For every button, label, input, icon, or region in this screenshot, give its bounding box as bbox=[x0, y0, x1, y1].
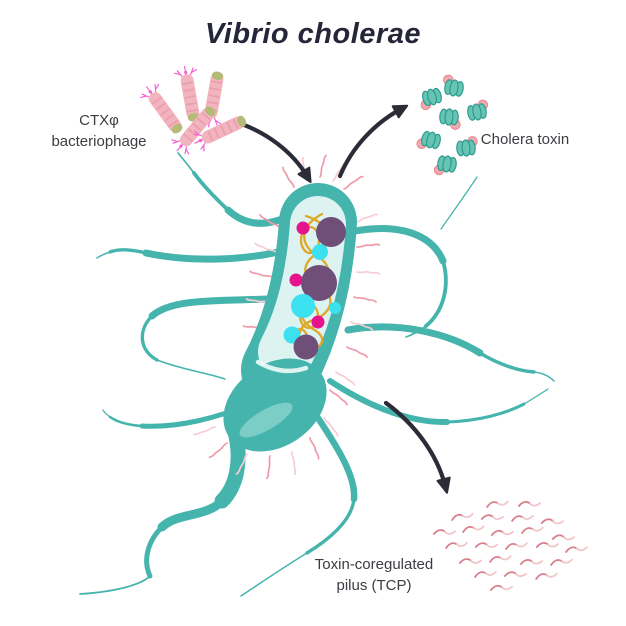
arrow-cell-to-tcp bbox=[383, 400, 451, 494]
cyan-organelle bbox=[329, 302, 341, 314]
cutaway-edge-highlight bbox=[255, 359, 309, 374]
body-highlight bbox=[239, 402, 293, 438]
pilus-icon bbox=[356, 239, 381, 253]
tcp-pilus bbox=[540, 517, 565, 527]
magenta-granule bbox=[296, 221, 310, 235]
toxin-molecule bbox=[465, 99, 489, 123]
pilus-icon bbox=[353, 296, 377, 303]
pilus-icon bbox=[344, 346, 370, 359]
phage-label: CTXφ bacteriophage bbox=[19, 111, 179, 152]
purple-organelle bbox=[293, 334, 319, 360]
cholera-toxin-icon bbox=[416, 74, 489, 176]
cyan-organelle bbox=[291, 294, 315, 318]
tcp-pilus bbox=[432, 528, 457, 537]
cell-interior bbox=[283, 212, 346, 360]
tcp-pilus bbox=[504, 541, 528, 550]
arrowhead-icon bbox=[436, 476, 451, 494]
purple-organelle bbox=[301, 265, 337, 301]
tcp-pilus bbox=[490, 584, 513, 592]
arrowhead-icon bbox=[297, 166, 312, 183]
pilus-icon bbox=[305, 437, 324, 460]
magenta-granule bbox=[289, 273, 303, 287]
arrow-cell-to-toxin bbox=[337, 104, 409, 179]
tcp-pilus bbox=[485, 500, 509, 508]
pilus-icon bbox=[343, 172, 364, 194]
tcp-pilus bbox=[458, 557, 483, 566]
tcp-pilus bbox=[474, 541, 499, 550]
toxin-molecule bbox=[442, 74, 466, 99]
tcp-pilus bbox=[480, 513, 505, 522]
tcp-pilus bbox=[491, 529, 514, 537]
tcp-pilus bbox=[551, 533, 576, 543]
toxin-label: Cholera toxin bbox=[480, 131, 570, 148]
tcp-pilus bbox=[450, 512, 474, 521]
tcp-pilus bbox=[444, 541, 468, 549]
tcp-label-line1: Toxin-coregulated bbox=[314, 556, 434, 573]
flagellum bbox=[346, 176, 478, 338]
tcp-pilus bbox=[510, 514, 534, 522]
tcp-pilus bbox=[534, 572, 558, 580]
flagellum bbox=[344, 323, 555, 382]
tcp-pilus bbox=[473, 570, 497, 578]
pilus-icon bbox=[355, 209, 379, 228]
tcp-label: Toxin-coregulated pilus (TCP) bbox=[289, 555, 459, 596]
pilus-icon bbox=[319, 154, 327, 179]
phage-label-line2: bacteriophage bbox=[51, 132, 147, 150]
pilus-icon bbox=[253, 242, 278, 253]
tcp-pilus bbox=[503, 570, 528, 579]
pilus-icon bbox=[208, 439, 228, 462]
toxin-molecule bbox=[433, 154, 458, 176]
page-title: Vibrio cholerae bbox=[205, 18, 421, 50]
magenta-granule bbox=[311, 315, 325, 329]
pilus-icon bbox=[278, 166, 299, 188]
purple-organelle bbox=[316, 217, 346, 247]
toxin-molecule bbox=[416, 129, 443, 151]
tcp-label-line2: pilus (TCP) bbox=[336, 576, 412, 594]
cyan-organelle bbox=[312, 244, 328, 260]
pilus-icon bbox=[356, 268, 381, 278]
pilus-icon bbox=[264, 455, 273, 480]
tcp-pilus bbox=[565, 545, 588, 553]
arrow-phage-to-cell bbox=[230, 118, 312, 183]
arrowhead-icon bbox=[391, 104, 409, 119]
flagella bbox=[79, 152, 555, 597]
tcp-pilus bbox=[549, 558, 573, 566]
toxin-molecule bbox=[420, 86, 444, 111]
phage-label-line1: CTXφ bbox=[79, 112, 119, 129]
flagellum bbox=[240, 414, 358, 597]
pilus-icon bbox=[192, 421, 216, 440]
tcp-pilus bbox=[535, 541, 559, 549]
toxin-molecule bbox=[455, 136, 478, 158]
pilus-icon bbox=[286, 451, 301, 476]
pilus-icon bbox=[249, 270, 274, 278]
tcp-pilus bbox=[517, 500, 541, 508]
tcp-pilus bbox=[520, 526, 544, 534]
flagellum-tail bbox=[79, 424, 246, 595]
toxin-molecule bbox=[438, 107, 461, 130]
flagellum bbox=[327, 378, 549, 426]
tcp-pilus bbox=[519, 558, 543, 566]
tcp-pilus bbox=[461, 524, 485, 533]
tcp-pilus bbox=[488, 554, 512, 563]
